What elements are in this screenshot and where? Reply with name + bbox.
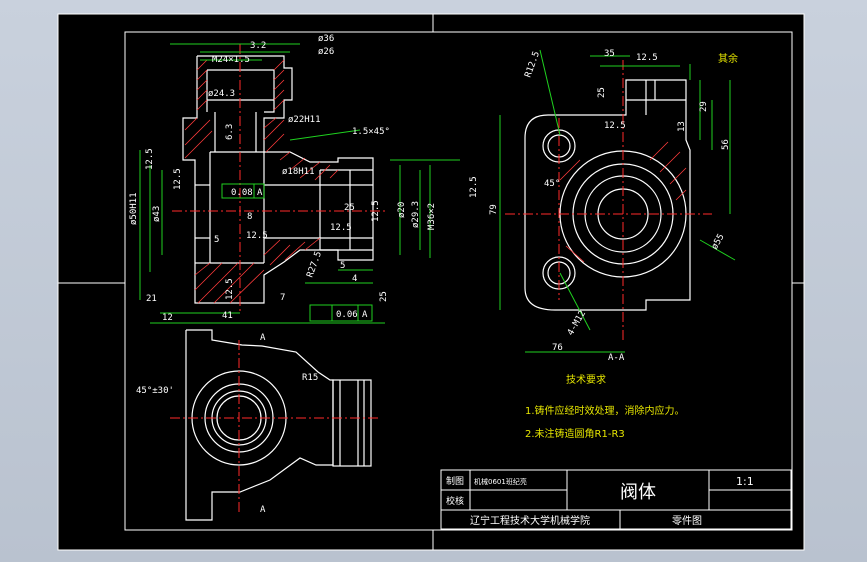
dim-r3-2: 3.2: [250, 41, 266, 51]
dim-m36: M36×2: [427, 203, 437, 230]
dim-l29: 29: [699, 101, 709, 112]
outer-border: [57, 13, 805, 551]
dim-d29-3: ø29.3: [411, 201, 421, 228]
hatching: [184, 59, 339, 304]
dim-l5b: 5: [340, 261, 345, 271]
dim-tol1: 0.08: [231, 188, 253, 198]
dim-d26: ø26: [318, 47, 334, 57]
dim-r12-5d: 12.5: [330, 223, 352, 233]
dim-angle-45: 45°: [544, 179, 560, 189]
dim-r25a: 25: [344, 203, 355, 213]
dim-l12: 12: [162, 313, 173, 323]
dim-l56: 56: [721, 139, 731, 150]
inner-frame: [124, 31, 793, 531]
dim-tol2: 0.06: [336, 310, 358, 320]
dim-ref-a1: A: [257, 188, 263, 198]
dim-r12-5b: 12.5: [173, 168, 183, 190]
title-block: 制图 机械0601班纪亮 校核 阀体 1:1 辽宁工程技术大学机械学院 零件图: [440, 469, 792, 530]
front-dimension-texts: ø36 ø26 M24×1.5 ø24.3 ø22H11 ø18H11 1.5×…: [129, 34, 479, 323]
dim-l8: 8: [247, 212, 252, 222]
front-dimensions: [139, 43, 460, 324]
dim-m24: M24×1.5: [212, 55, 250, 65]
section-aa: A-A: [608, 353, 625, 363]
section-a-top: A: [260, 333, 266, 343]
dim-d20: ø20: [397, 202, 407, 218]
dim-l5: 5: [214, 235, 219, 245]
dim-r15: R15: [302, 373, 318, 383]
part-name: 阀体: [620, 482, 656, 503]
side-view: [505, 60, 712, 340]
drawing-type: 零件图: [672, 515, 702, 527]
dim-d43: ø43: [152, 206, 162, 222]
dim-l35: 35: [604, 49, 615, 59]
dim-l21: 21: [146, 294, 157, 304]
dim-v12-5a: 12.5: [636, 53, 658, 63]
section-a-bottom: A: [260, 505, 266, 515]
dim-r25b: 25: [379, 291, 389, 302]
dim-l41: 41: [222, 311, 233, 321]
dim-l4: 4: [352, 274, 357, 284]
dim-r12-5f: 12.5: [469, 176, 479, 198]
dim-d36: ø36: [318, 34, 334, 44]
top-view: A A 45°±30' R15: [136, 329, 380, 521]
dim-angle-45b: 45°±30': [136, 386, 174, 396]
drawn-label: 制图: [446, 475, 464, 487]
dim-d24-3: ø24.3: [208, 89, 235, 99]
dim-d50h11: ø50H11: [129, 192, 139, 225]
dim-d22h11: ø22H11: [288, 115, 321, 125]
dim-d18h11: ø18H11: [282, 167, 315, 177]
note-2: 2.未注铸造圆角R1-R3: [525, 427, 625, 440]
dim-l76: 76: [552, 343, 563, 353]
dim-r12-5a: 12.5: [145, 148, 155, 170]
drawn-value: 机械0601班纪亮: [474, 477, 527, 486]
dim-r6-3: 6.3: [225, 124, 235, 140]
drawing-sheet: [58, 14, 804, 550]
dim-chamfer: 1.5×45°: [352, 127, 390, 137]
scale-value: 1:1: [736, 475, 754, 488]
dim-ref-a2: A: [362, 310, 368, 320]
dim-v12-5b: 12.5: [604, 121, 626, 131]
school-name: 辽宁工程技术大学机械学院: [470, 514, 590, 527]
front-section-view: [172, 44, 385, 312]
notes-heading: 技术要求: [566, 373, 606, 386]
dim-l7: 7: [280, 293, 285, 303]
dim-r12-5c: 12.5: [246, 231, 268, 241]
dim-l79: 79: [489, 204, 499, 215]
note-1: 1.铸件应经时效处理，消除内应力。: [525, 404, 685, 417]
dim-r12-5e: 12.5: [371, 200, 381, 222]
technical-notes: 技术要求 1.铸件应经时效处理，消除内应力。 2.未注铸造圆角R1-R3: [525, 373, 685, 440]
dim-l13: 13: [677, 121, 687, 132]
dim-r12-5g: 12.5: [225, 278, 235, 300]
dim-v25: 25: [597, 87, 607, 98]
checked-label: 校核: [446, 495, 464, 507]
other-surfaces: 其余: [718, 52, 738, 65]
